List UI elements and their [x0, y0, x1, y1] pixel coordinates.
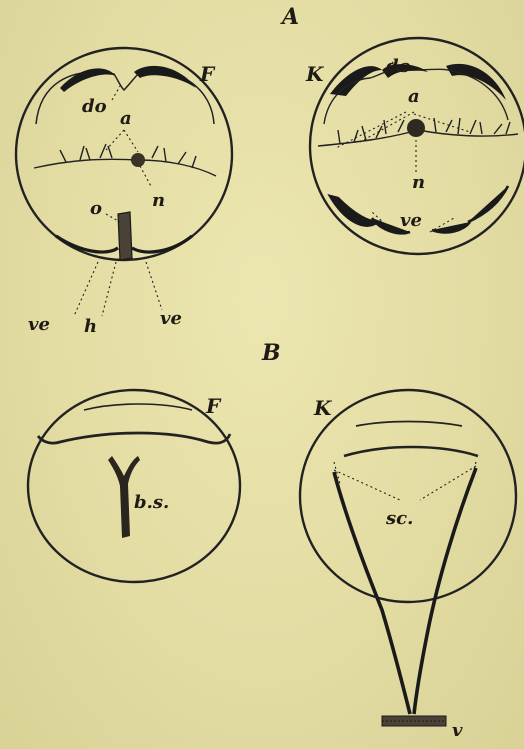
label-nucleus-a-left: n — [152, 192, 165, 210]
label-axial-a-right: a — [408, 88, 420, 106]
panel-label-a-left: F — [200, 64, 214, 84]
leader-lines-a-left — [74, 86, 162, 316]
filament-network-a-left — [34, 144, 216, 176]
panel-b-right — [300, 390, 516, 726]
leader-lines-b-right — [334, 462, 476, 500]
upper-band-b-left — [84, 404, 192, 410]
dorsal-lobes-a-left — [60, 66, 196, 92]
label-ventral-left-a-left: ve — [28, 316, 50, 334]
cell-outline-b-left — [28, 390, 240, 582]
label-opening-a-left: o — [90, 200, 102, 218]
label-dorsal-a-left: do — [82, 98, 107, 116]
panel-a-left — [16, 48, 232, 316]
label-ventral-right-a-left: ve — [160, 310, 182, 328]
label-axial-a-left: a — [120, 110, 132, 128]
label-nucleus-a-right: n — [412, 174, 425, 192]
label-hilum-a-left: h — [84, 318, 97, 336]
nucleus-a-left — [131, 153, 145, 167]
nucleus-a-right — [407, 119, 425, 137]
panel-label-b-left: F — [206, 396, 220, 416]
section-a-heading: A — [282, 6, 299, 28]
panel-label-a-right: K — [306, 64, 323, 84]
label-vessel-b-right: v — [452, 722, 462, 740]
stalk-a-left — [118, 212, 132, 260]
label-structure-b-left: b.s. — [134, 494, 169, 512]
leader-lines-a-right — [336, 60, 470, 234]
vessel-right-b-right — [414, 468, 476, 714]
upper-band-b-right — [356, 422, 462, 427]
label-dorsal-a-right: do — [386, 58, 411, 76]
base-disc-b-right — [382, 716, 446, 726]
lower-band-b-right — [344, 447, 478, 456]
panel-b-left — [28, 390, 240, 582]
label-ventral-a-right: ve — [400, 212, 422, 230]
lower-band-b-left — [38, 433, 230, 443]
label-structure-b-right: sc. — [386, 510, 413, 528]
panel-label-b-right: K — [314, 398, 331, 418]
section-b-heading: B — [262, 342, 281, 364]
